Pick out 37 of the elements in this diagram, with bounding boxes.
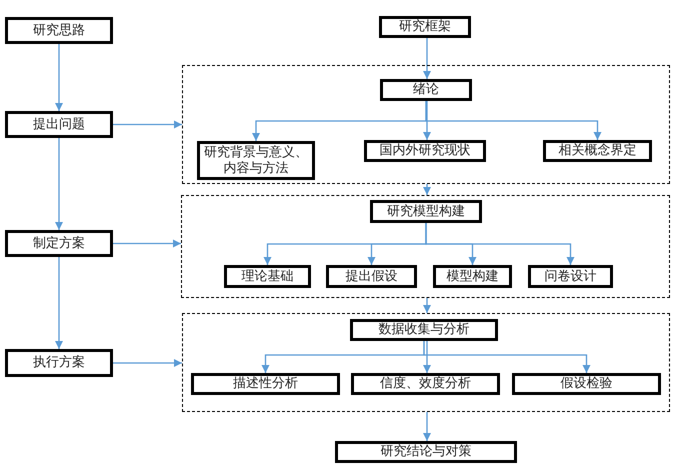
process-box: 描述性分析: [191, 373, 340, 395]
dashed-frame: [182, 65, 670, 184]
process-box: 研究模型构建: [370, 200, 482, 223]
process-box: 提出问题: [5, 111, 113, 138]
arrow: [425, 101, 602, 140]
dashed-frame: [182, 313, 670, 412]
process-box: 相关概念界定: [543, 140, 652, 162]
process-box: 制定方案: [5, 230, 113, 257]
arrow: [423, 298, 431, 313]
arrow: [423, 341, 431, 373]
process-box: 问卷设计: [528, 265, 613, 288]
arrow: [113, 359, 182, 367]
process-box: 假设检验: [512, 373, 661, 395]
process-box: 模型构建: [433, 265, 512, 288]
arrow: [113, 240, 181, 248]
process-box: 研究结论与对策: [335, 441, 517, 463]
arrow: [55, 44, 63, 111]
arrow: [423, 184, 431, 195]
process-box: 国内外研究现状: [364, 140, 486, 162]
arrow: [113, 120, 182, 128]
process-box: 提出假设: [326, 265, 417, 288]
arrow: [55, 138, 63, 230]
process-box: 执行方案: [5, 349, 113, 377]
process-box: 数据收集与分析: [350, 319, 498, 341]
arrow: [423, 101, 431, 140]
arrow: [423, 38, 431, 79]
arrow: [55, 257, 63, 349]
process-box: 绪论: [380, 79, 472, 101]
process-box: 研究框架: [379, 16, 471, 38]
process-box: 信度、效度分析: [351, 373, 500, 395]
arrow: [423, 412, 431, 441]
process-box: 理论基础: [224, 265, 311, 288]
process-box: 研究背景与意义、内容与方法: [197, 141, 315, 180]
process-box: 研究思路: [5, 17, 113, 44]
arrow: [425, 223, 574, 265]
dashed-frame: [181, 195, 670, 298]
arrow: [423, 341, 590, 373]
